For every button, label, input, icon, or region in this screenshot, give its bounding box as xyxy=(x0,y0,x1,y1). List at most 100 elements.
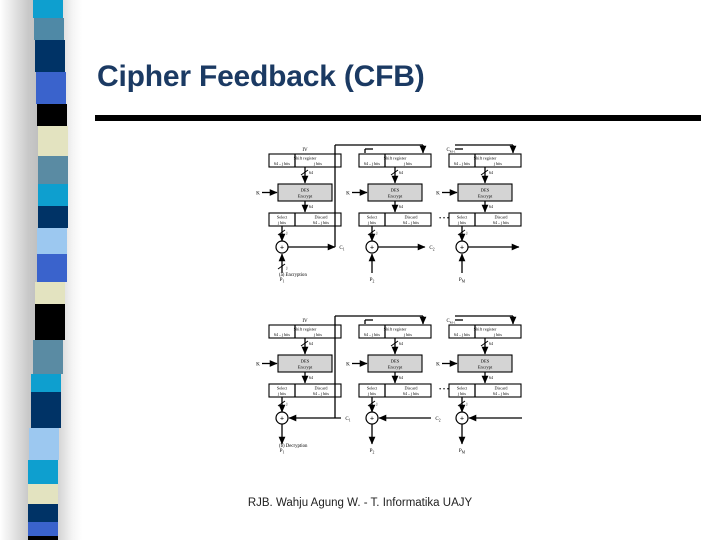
bus-slash xyxy=(480,340,489,347)
ribbon-band xyxy=(29,428,60,460)
key-label: K xyxy=(436,190,440,196)
discard-label: Discard xyxy=(404,385,418,390)
ribbon-band xyxy=(36,254,67,282)
discard-label: Discard xyxy=(494,214,508,219)
key-label: K xyxy=(256,190,260,196)
bus-width-j: j xyxy=(285,230,287,235)
des-label-line2: Encrypt xyxy=(478,193,493,198)
discard-label: Discard xyxy=(404,214,418,219)
ribbon-band xyxy=(28,522,59,536)
plaintext-label: P1 xyxy=(280,277,285,284)
bus-width-64: 64 xyxy=(309,170,313,175)
decryption-caption: (b) Decryption xyxy=(279,444,308,449)
bus-slash xyxy=(277,400,286,407)
xor-symbol: + xyxy=(460,414,464,423)
select-bits-label: j bits xyxy=(457,220,466,225)
shift-register-right-bits: j bits xyxy=(493,332,502,337)
discard-bits-label: 64 – j bits xyxy=(313,391,329,396)
ciphertext-label: C1 xyxy=(345,417,350,423)
bus-slash xyxy=(480,169,489,176)
select-discard-block xyxy=(358,383,432,398)
select-label: Select xyxy=(367,385,378,390)
select-bits-label: j bits xyxy=(277,391,286,396)
des-label-line2: Encrypt xyxy=(388,364,403,369)
bus-width-64: 64 xyxy=(489,341,493,346)
discard-label: Discard xyxy=(314,385,328,390)
shift-register-right-bits: j bits xyxy=(403,161,412,166)
des-label-line2: Encrypt xyxy=(298,364,313,369)
decorative-color-ribbon xyxy=(0,0,82,540)
discard-label: Discard xyxy=(314,214,328,219)
des-label-line1: DES xyxy=(301,358,310,363)
select-discard-block xyxy=(358,212,432,227)
ciphertext-label: C1 xyxy=(339,246,344,252)
key-label: K xyxy=(346,190,350,196)
ribbon-band xyxy=(33,18,64,40)
bus-slash xyxy=(277,229,286,236)
bus-slash xyxy=(390,169,399,176)
plaintext-label: P2 xyxy=(370,277,375,284)
bus-width-64: 64 xyxy=(489,204,493,209)
ribbon-band xyxy=(37,126,68,156)
key-label: K xyxy=(346,361,350,367)
select-label: Select xyxy=(277,214,288,219)
title-divider-rule xyxy=(95,115,701,121)
des-label-line1: DES xyxy=(391,358,400,363)
footer-attribution: RJB. Wahju Agung W. - T. Informatika UAJ… xyxy=(247,497,473,509)
feedback-label: CM-1 xyxy=(446,148,455,154)
xor-symbol: + xyxy=(280,414,284,423)
select-bits-label: j bits xyxy=(277,220,286,225)
shift-register-left-bits: 64 – j bits xyxy=(454,161,470,166)
discard-bits-label: 64 – j bits xyxy=(313,220,329,225)
bus-slash xyxy=(457,400,466,407)
plaintext-label: P2 xyxy=(370,448,375,455)
plaintext-label: PM xyxy=(459,448,466,455)
select-label: Select xyxy=(457,214,468,219)
bus-width-j: j xyxy=(285,401,287,406)
select-label: Select xyxy=(457,385,468,390)
bus-width-64: 64 xyxy=(489,170,493,175)
bus-slash xyxy=(277,263,286,270)
discard-bits-label: 64 – j bits xyxy=(493,220,509,225)
bus-width-64: 64 xyxy=(399,170,403,175)
select-discard-block xyxy=(448,212,522,227)
xor-symbol: + xyxy=(370,243,374,252)
select-bits-label: j bits xyxy=(367,391,376,396)
bus-slash xyxy=(367,400,376,407)
shift-register-left-bits: 64 – j bits xyxy=(364,161,380,166)
bus-slash xyxy=(390,340,399,347)
bus-width-j: j xyxy=(465,230,467,235)
ribbon-band xyxy=(36,72,67,104)
des-label-line1: DES xyxy=(481,358,490,363)
shift-register-left-bits: 64 – j bits xyxy=(364,332,380,337)
discard-bits-label: 64 – j bits xyxy=(403,220,419,225)
des-label-line1: DES xyxy=(391,187,400,192)
bus-width-j: j xyxy=(375,401,377,406)
xor-symbol: + xyxy=(460,243,464,252)
discard-bits-label: 64 – j bits xyxy=(493,391,509,396)
shift-register-right-bits: j bits xyxy=(403,332,412,337)
select-discard-block xyxy=(448,383,522,398)
bus-width-64: 64 xyxy=(399,204,403,209)
discard-bits-label: 64 – j bits xyxy=(403,391,419,396)
des-label-line2: Encrypt xyxy=(478,364,493,369)
shift-register-label: Shift register xyxy=(474,155,497,160)
shift-register-right-bits: j bits xyxy=(313,332,322,337)
ribbon-band xyxy=(34,40,65,72)
shift-register-label: Shift register xyxy=(384,155,407,160)
select-label: Select xyxy=(367,214,378,219)
ribbon-band xyxy=(33,0,63,18)
ribbon-band xyxy=(37,184,68,206)
shift-register-right-bits: j bits xyxy=(313,161,322,166)
feedback-label: CM-1 xyxy=(446,319,455,325)
xor-symbol: + xyxy=(280,243,284,252)
ribbon-band xyxy=(28,484,59,504)
bus-width-64: 64 xyxy=(309,204,313,209)
bus-width-j: j xyxy=(465,401,467,406)
bus-slash xyxy=(300,169,309,176)
key-label: K xyxy=(256,361,260,367)
des-label-line1: DES xyxy=(301,187,310,192)
shift-register-label: Shift register xyxy=(294,155,317,160)
bus-width-64: 64 xyxy=(399,375,403,380)
ribbon-band xyxy=(35,282,66,304)
